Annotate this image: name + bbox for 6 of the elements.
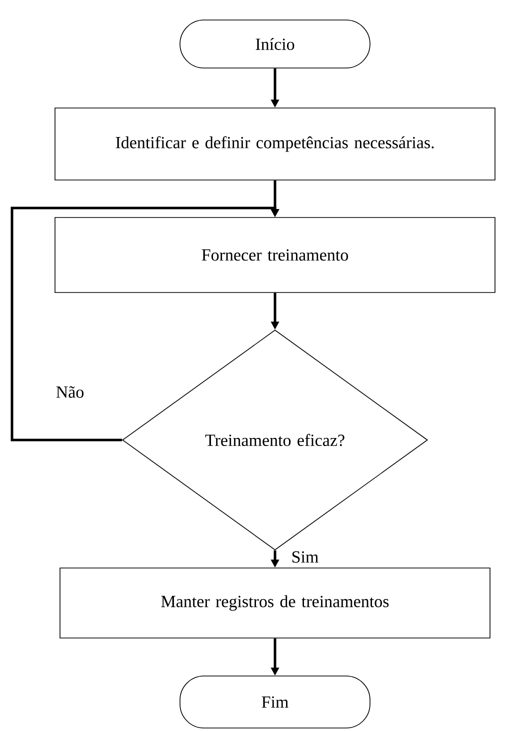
process-box: Identificar e definir competências necessárias. [54,108,496,180]
edge-label: Sim [290,550,320,564]
process-box: Fornecer treinamento [54,217,496,293]
process-box: Manter registros de treinamentos [60,568,490,638]
arrow [10,206,280,442]
edge-label: Não [54,385,86,399]
